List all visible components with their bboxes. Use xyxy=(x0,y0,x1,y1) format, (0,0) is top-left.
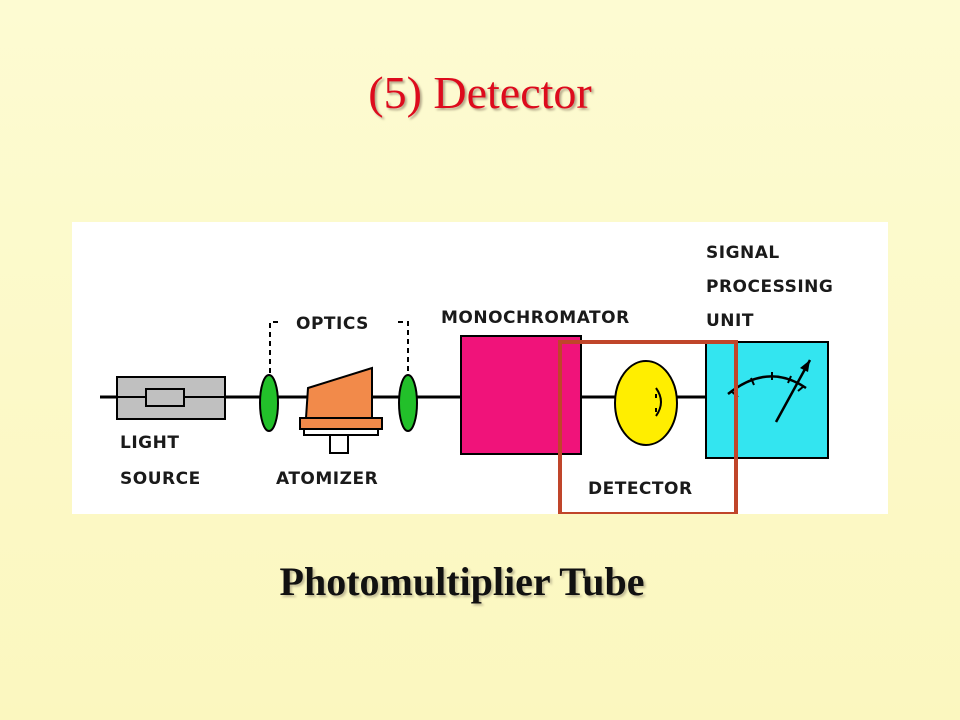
meter-needle-tip xyxy=(800,360,810,372)
atomizer-stem xyxy=(329,434,349,454)
spectrometer-diagram: LIGHT SOURCE OPTICS ATOMIZER MONOCHROMAT… xyxy=(72,222,888,514)
atomizer-base xyxy=(303,428,379,436)
meter-needle xyxy=(774,359,812,423)
signal-unit-label-line3: UNIT xyxy=(706,311,754,331)
optics-lens-right xyxy=(398,374,418,432)
signal-processing-unit xyxy=(705,341,829,459)
diagram-svg: LIGHT SOURCE OPTICS ATOMIZER MONOCHROMAT… xyxy=(100,243,833,514)
optics-bracket xyxy=(269,321,409,374)
atomizer-label: ATOMIZER xyxy=(276,469,378,489)
slide-subtitle: Photomultiplier Tube xyxy=(279,559,645,604)
light-source-label-line1: LIGHT xyxy=(120,433,179,453)
monochromator-box xyxy=(460,335,582,455)
atomizer xyxy=(299,366,383,454)
slide-title: (5) Detector xyxy=(368,67,592,118)
detector-component xyxy=(614,360,678,446)
detector-tube xyxy=(614,360,678,446)
light-source xyxy=(116,376,226,420)
detector-label: DETECTOR xyxy=(588,479,693,499)
optics-lens-left xyxy=(259,374,279,432)
optics-label: OPTICS xyxy=(296,314,369,334)
atomizer-flame xyxy=(304,366,373,419)
signal-unit-label-line1: SIGNAL xyxy=(706,243,780,263)
detector-photocathode xyxy=(655,387,662,417)
light-source-label-line2: SOURCE xyxy=(120,469,201,489)
signal-unit-label-line2: PROCESSING xyxy=(706,277,833,297)
detector-highlight-box xyxy=(558,340,738,514)
light-source-lamp xyxy=(145,388,185,407)
monochromator-label: MONOCHROMATOR xyxy=(441,308,630,328)
atomizer-burner-head xyxy=(299,417,383,430)
signal-unit-box xyxy=(705,341,829,459)
